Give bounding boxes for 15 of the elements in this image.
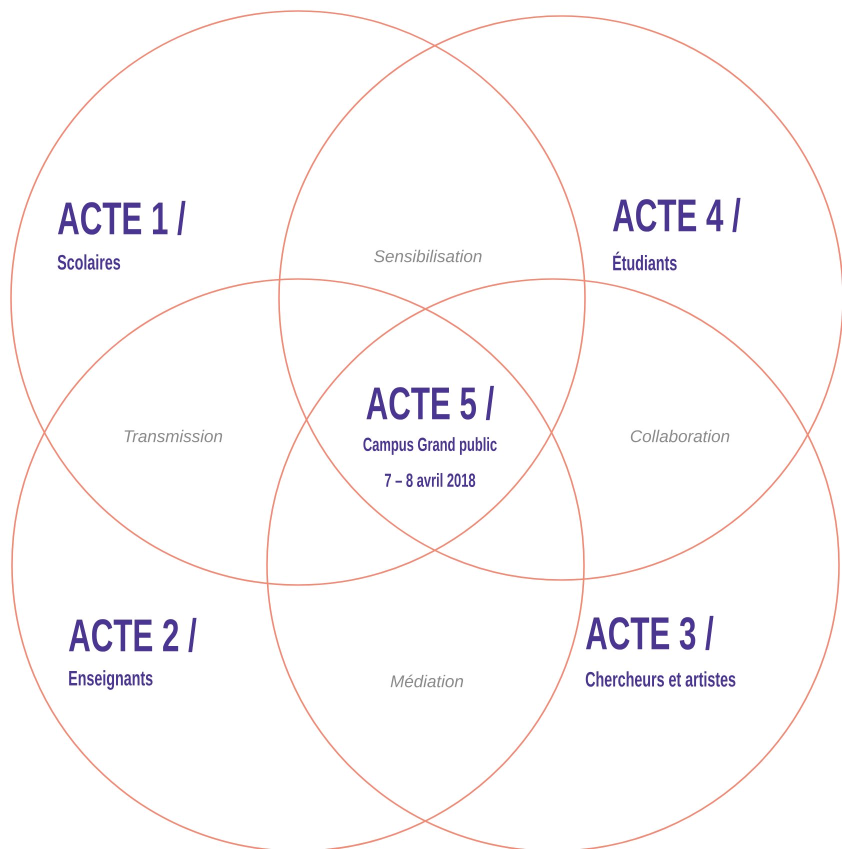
subheading: 7 – 8 avril 2018 [384, 473, 476, 487]
subheading: Scolaires [58, 254, 120, 270]
heading: ACTE 4 / [612, 198, 740, 232]
subheading: Étudiants [613, 252, 677, 270]
relation-label: Collaboration [630, 430, 730, 442]
heading: ACTE 2 / [68, 618, 196, 652]
heading: ACTE 1 / [58, 200, 186, 236]
subheading: Enseignants [69, 670, 153, 690]
relation-label: Sensibilisation [374, 250, 482, 262]
heading: ACTE 5 / [366, 386, 494, 420]
heading: ACTE 3 / [586, 616, 714, 650]
subheading: Campus Grand public [363, 437, 497, 455]
relation-label: Transmission [124, 430, 222, 442]
subheading: Chercheurs et artistes [586, 671, 736, 687]
relation-label: Médiation [390, 674, 464, 688]
